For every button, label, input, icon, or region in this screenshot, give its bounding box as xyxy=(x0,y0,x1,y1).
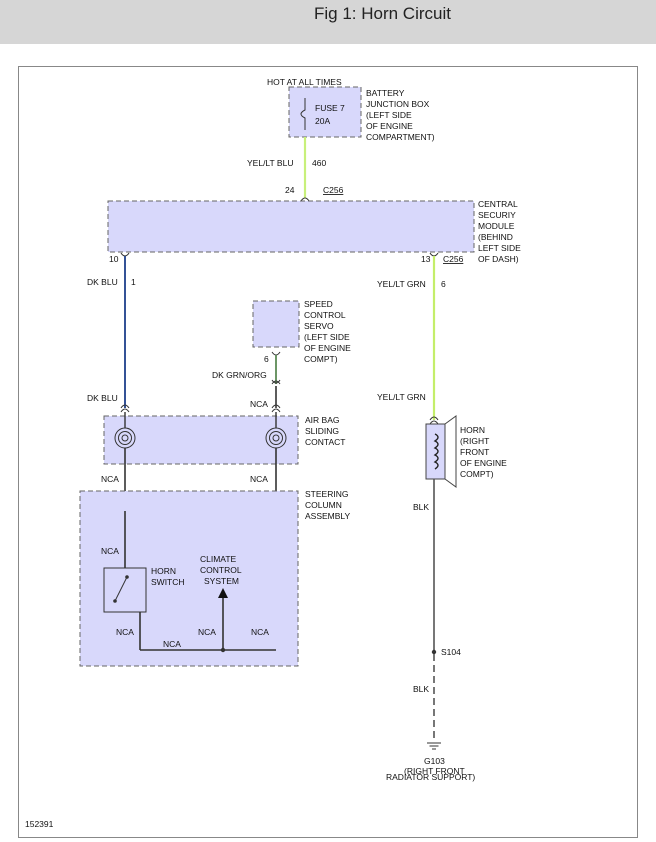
airbag-name-3: CONTACT xyxy=(305,437,345,447)
csm-name-2: SECURIY xyxy=(478,210,516,220)
fuse-location-4: OF ENGINE xyxy=(366,121,413,131)
csm-connector-top: C256 xyxy=(323,185,344,195)
connector-servo-mid xyxy=(271,379,281,385)
climate-name-1: CLIMATE xyxy=(200,554,237,564)
horn-name-2: (RIGHT xyxy=(460,436,489,446)
horn-switch-contact xyxy=(114,576,128,602)
wire-left-color-bottom: DK BLU xyxy=(87,393,118,403)
connector-airbag-right-top xyxy=(271,404,281,413)
climate-name-3: SYSTEM xyxy=(204,576,239,586)
ground-location-2: RADIATOR SUPPORT) xyxy=(386,772,475,782)
wire-left-circuit: 1 xyxy=(131,277,136,287)
figure-id: 152391 xyxy=(25,819,54,829)
csm-name-4: (BEHIND xyxy=(478,232,513,242)
csm-name-3: MODULE xyxy=(478,221,515,231)
connector-top-symbol xyxy=(300,197,310,202)
splice-s104 xyxy=(431,649,437,655)
connector-airbag-left-top xyxy=(120,404,130,413)
nca-switch-bottom: NCA xyxy=(116,627,134,637)
horn-switch xyxy=(103,567,147,613)
csm-connector-right: C256 xyxy=(443,254,464,264)
fuse-location-2: JUNCTION BOX xyxy=(366,99,430,109)
connector-left-symbol xyxy=(120,252,130,257)
horn-name-5: COMPT) xyxy=(460,469,494,479)
page-title: Fig 1: Horn Circuit xyxy=(314,4,451,23)
servo-pin: 6 xyxy=(264,354,269,364)
fuse-box xyxy=(288,86,362,138)
servo-name-2: CONTROL xyxy=(304,310,346,320)
ground-icon xyxy=(427,742,441,750)
steering-name-2: COLUMN xyxy=(305,500,342,510)
fuse-location-5: COMPARTMENT) xyxy=(366,132,435,142)
horn-ground-wire: BLK xyxy=(413,502,429,512)
horn-body xyxy=(425,423,446,480)
csm-pin-top: 24 xyxy=(285,185,295,195)
climate-arrow-icon xyxy=(218,588,228,598)
horn-coil-icon xyxy=(433,433,439,470)
horn-name-4: OF ENGINE xyxy=(460,458,507,468)
servo-name-4: (LEFT SIDE xyxy=(304,332,350,342)
wire-fuse-csm-color: YEL/LT BLU xyxy=(247,158,293,168)
servo-name-6: COMPT) xyxy=(304,354,338,364)
horn-bell xyxy=(444,415,457,488)
nca-climate: NCA xyxy=(198,627,216,637)
connector-right-symbol xyxy=(429,252,439,257)
wire-right-color-bottom: YEL/LT GRN xyxy=(377,392,426,402)
connector-horn-top xyxy=(429,416,439,425)
nca-right-bottom: NCA xyxy=(251,627,269,637)
nca-right-top: NCA xyxy=(250,474,268,484)
nca-bottom: NCA xyxy=(163,639,181,649)
horn-switch-terminal xyxy=(125,575,129,579)
wire-left-color-top: DK BLU xyxy=(87,277,118,287)
connector-servo-bottom xyxy=(271,351,281,356)
horn-ground-wire-2: BLK xyxy=(413,684,429,694)
climate-name-2: CONTROL xyxy=(200,565,242,575)
airbag-sliding-contact xyxy=(103,415,299,465)
airbag-name-2: SLIDING xyxy=(305,426,339,436)
csm-pin-left: 10 xyxy=(109,254,119,264)
csm-name-5: LEFT SIDE xyxy=(478,243,521,253)
horn-switch-pivot xyxy=(113,599,117,603)
speed-control-servo xyxy=(252,300,300,348)
fuse-supply-label: HOT AT ALL TIMES xyxy=(267,77,342,87)
fuse-label: FUSE 7 xyxy=(315,103,345,113)
wire-right-circuit: 6 xyxy=(441,279,446,289)
csm-pin-right: 13 xyxy=(421,254,431,264)
servo-name-1: SPEED xyxy=(304,299,333,309)
servo-name-3: SERVO xyxy=(304,321,334,331)
ground-location-1: (RIGHT FRONT xyxy=(404,766,465,776)
diagram-frame xyxy=(18,66,638,838)
horn-switch-name-2: SWITCH xyxy=(151,577,185,587)
servo-wire-color: DK GRN/ORG xyxy=(212,370,267,380)
title-bar: Fig 1: Horn Circuit xyxy=(0,0,656,44)
nca-switch-top: NCA xyxy=(101,546,119,556)
horn-switch-name-1: HORN xyxy=(151,566,176,576)
nca-left-top: NCA xyxy=(101,474,119,484)
ground-id: G103 xyxy=(424,756,445,766)
servo-name-5: OF ENGINE xyxy=(304,343,351,353)
wire-right-color-top: YEL/LT GRN xyxy=(377,279,426,289)
csm-name-1: CENTRAL xyxy=(478,199,518,209)
steering-name-3: ASSEMBLY xyxy=(305,511,351,521)
horn-name-1: HORN xyxy=(460,425,485,435)
csm-name-6: OF DASH) xyxy=(478,254,519,264)
horn-name-3: FRONT xyxy=(460,447,489,457)
servo-wire-below: NCA xyxy=(250,399,268,409)
wire-fuse-csm-circuit: 460 xyxy=(312,158,326,168)
airbag-name-1: AIR BAG xyxy=(305,415,339,425)
steering-name-1: STEERING xyxy=(305,489,348,499)
fuse-location-1: BATTERY xyxy=(366,88,405,98)
central-security-module xyxy=(107,200,475,253)
splice-s104-label: S104 xyxy=(441,647,461,657)
fuse-rating: 20A xyxy=(315,116,330,126)
fuse-symbol xyxy=(300,98,306,130)
fuse-location-3: (LEFT SIDE xyxy=(366,110,412,120)
